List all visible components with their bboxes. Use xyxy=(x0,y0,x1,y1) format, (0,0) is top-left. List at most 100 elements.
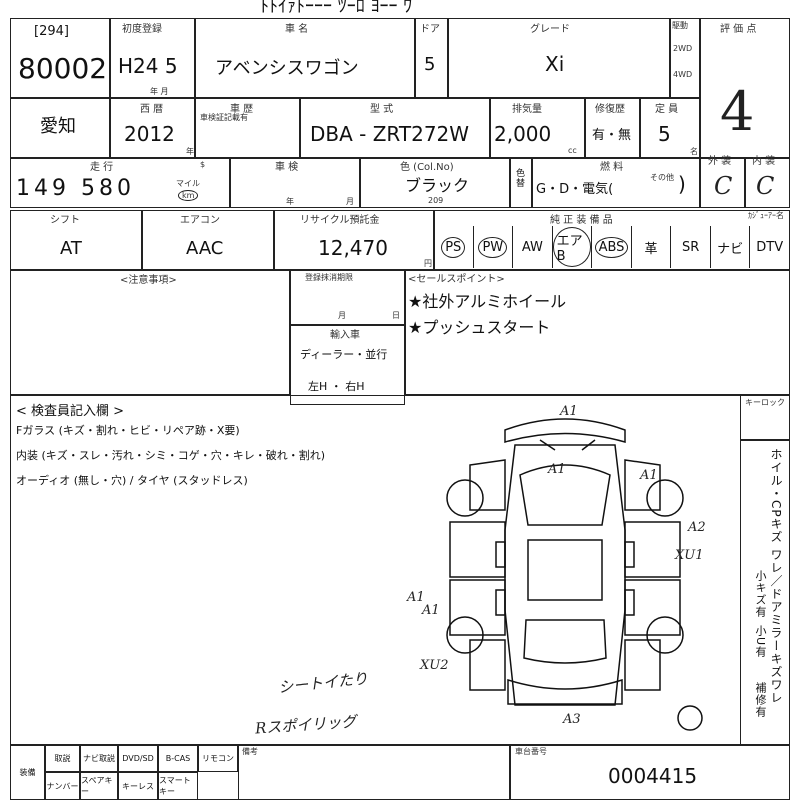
serial-label: 車台番号 xyxy=(515,747,547,756)
drive-label: 駆動 xyxy=(672,21,688,30)
region-box xyxy=(10,98,110,158)
equipment-item-label: ABS xyxy=(594,236,629,258)
sheet-title: ﾄﾄｲｧﾄｰｰｰ ﾂｰﾛ ﾖｰｰ ﾜ xyxy=(260,0,413,17)
number-cell: ナンバー xyxy=(45,772,80,800)
damage-mark-6: A1 xyxy=(422,603,440,618)
damage-mark-2: A1 xyxy=(548,462,566,477)
inspector-line-1: Fガラス (キズ・割れ・ヒビ・リペア跡・X要) xyxy=(16,424,240,437)
equipment-item-label: エアB xyxy=(552,227,592,267)
year-value: 2012 xyxy=(124,122,175,146)
inspection-year: 年 xyxy=(286,197,294,206)
left-mirror-shape xyxy=(495,541,506,568)
equipment-item-label: 革 xyxy=(644,241,658,257)
inspector-line-2: 内装 (キズ・スレ・汚れ・シミ・コゲ・穴・キレ・破れ・割れ) xyxy=(16,449,326,462)
repair-value: 有・無 xyxy=(592,128,632,143)
right-rear-fender-shape xyxy=(624,639,661,691)
first-reg-sub: 年 月 xyxy=(150,87,169,96)
sales-label: <セールスポイント> xyxy=(408,274,505,285)
equipment-item: PS xyxy=(434,226,474,268)
displacement-unit: cc xyxy=(568,146,577,155)
interior-value: C xyxy=(756,172,775,200)
remarks-label: 備考 xyxy=(242,747,258,756)
exterior-box xyxy=(700,158,745,208)
displacement-box xyxy=(490,98,585,158)
mileage-sub: $ xyxy=(200,160,206,169)
first-reg-box xyxy=(110,18,195,98)
model-box xyxy=(300,98,490,158)
sales-box xyxy=(405,270,790,395)
capacity-value: 5 xyxy=(658,122,671,146)
door-box xyxy=(415,18,448,98)
region-value: 愛知 xyxy=(40,116,76,137)
capacity-label: 定 員 xyxy=(655,104,679,115)
equipment-item: ナビ xyxy=(711,226,751,268)
sales-point-1: ★社外アルミホイール xyxy=(408,292,567,311)
recycle-value: 12,470 xyxy=(318,236,388,260)
import-box xyxy=(290,325,405,405)
interior-box xyxy=(745,158,790,208)
equipment-label: 純 正 装 備 品 xyxy=(550,215,613,226)
right-rear-wheel-shape xyxy=(646,616,684,654)
equipment-extra: ｶｼﾞｭｰｱｰ名 xyxy=(748,211,784,220)
spare-wheel-shape xyxy=(677,705,703,731)
color-label: 色 (Col.No) xyxy=(400,162,454,173)
sales-point-2: ★プッシュスタート xyxy=(408,318,551,337)
fuel-label: 燃 料 xyxy=(600,162,624,173)
drive-4wd: 4WD xyxy=(673,70,693,79)
equipment-item: エアB xyxy=(552,226,593,268)
aircon-value: AAC xyxy=(186,238,224,259)
equipment-item-label: PS xyxy=(441,236,466,258)
year-box xyxy=(110,98,195,158)
car-name-box xyxy=(195,18,415,98)
year-unit: 年 xyxy=(186,147,194,156)
recycle-box xyxy=(274,210,434,270)
grade-box xyxy=(448,18,670,98)
right-column-box xyxy=(740,440,790,745)
manual-cell: 取説 xyxy=(45,745,80,772)
first-reg-label: 初度登録 xyxy=(122,24,162,35)
right-column-text: ホイル・CPキズ ワレ／ドアミラーキズワレ xyxy=(769,448,783,705)
fuel-box xyxy=(532,158,700,208)
damage-mark-5: A1 xyxy=(407,590,425,605)
notes-box xyxy=(10,270,290,395)
damage-mark-8: A3 xyxy=(563,712,581,727)
mileage-box xyxy=(10,158,230,208)
deadline-month: 月 xyxy=(338,311,346,320)
color-code: 209 xyxy=(428,196,444,205)
rear-glass-shape xyxy=(523,619,607,664)
left-rear-wheel-shape xyxy=(446,616,484,654)
car-name-label: 車 名 xyxy=(285,24,309,35)
inspection-box xyxy=(230,158,360,208)
inspection-label: 車 検 xyxy=(275,162,299,173)
notes-label: <注意事項> xyxy=(120,275,177,286)
rating-value: 4 xyxy=(720,80,755,143)
right-front-fender-shape xyxy=(624,459,661,511)
model-value: DBA - ZRT272W xyxy=(310,122,470,146)
inspector-line-3: オーディオ (無し・穴) / タイヤ (スタッドレス) xyxy=(16,474,248,487)
shaken-sub: 車検証記載有 xyxy=(200,113,248,122)
front-bumper-shape xyxy=(504,418,626,443)
shift-box xyxy=(10,210,142,270)
import-label: 輸入車 xyxy=(330,330,360,341)
mileage-unit-km: km xyxy=(178,190,199,201)
capacity-box xyxy=(640,98,700,158)
recycle-unit: 円 xyxy=(424,259,432,268)
aircon-box xyxy=(142,210,274,270)
interior-label: 内 装 xyxy=(752,156,776,167)
equipment-item-label: DTV xyxy=(756,239,784,255)
right-front-wheel-shape xyxy=(646,479,684,517)
model-label: 型 式 xyxy=(370,104,394,115)
recycle-label: リサイクル預託金 xyxy=(300,215,380,226)
shift-value: AT xyxy=(60,238,82,259)
equipment-item-label: AW xyxy=(521,239,543,255)
import-dealer: ディーラー・並行 xyxy=(300,348,388,361)
right-column-sub-2: 小U有 xyxy=(754,625,767,659)
mileage-label: 走 行 xyxy=(90,162,114,173)
color-value: ブラック xyxy=(405,176,470,195)
shift-label: シフト xyxy=(50,215,80,226)
repair-box xyxy=(585,98,640,158)
mileage-unit-mile: マイル xyxy=(176,179,200,188)
damage-mark-9: A1 xyxy=(640,468,658,483)
drive-2wd: 2WD xyxy=(673,44,693,53)
remote-cell: リモコン xyxy=(198,745,238,772)
